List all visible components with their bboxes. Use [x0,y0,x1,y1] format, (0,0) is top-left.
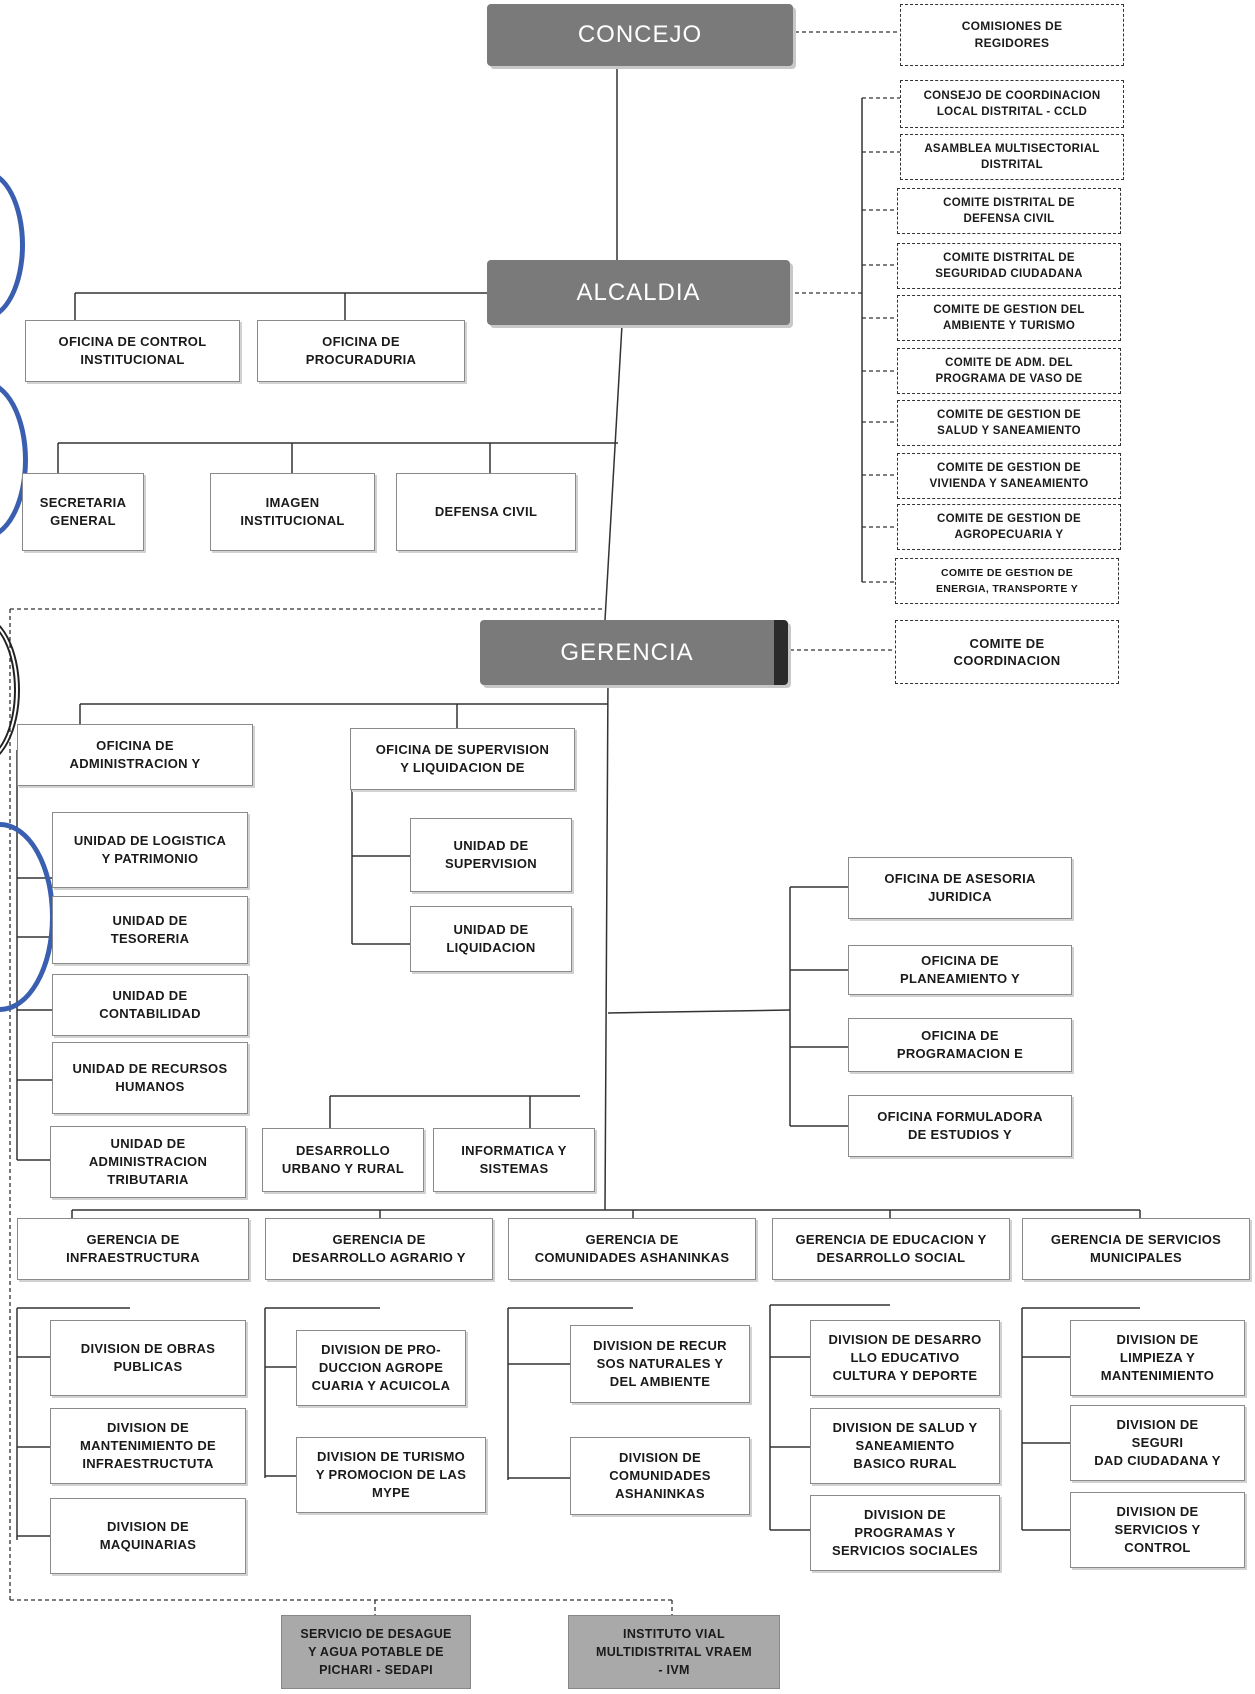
comite-box[interactable]: COMITE DE GESTION DE ENERGIA, TRANSPORTE… [895,558,1119,604]
comisiones-regidores-box[interactable]: COMISIONES DE REGIDORES [900,4,1124,66]
division-box[interactable]: DIVISION DE OBRAS PUBLICAS [50,1320,246,1396]
division-box[interactable]: DIVISION DE TURISMO Y PROMOCION DE LAS M… [296,1437,486,1513]
gerencia-ashaninkas-box[interactable]: GERENCIA DE COMUNIDADES ASHANINKAS [508,1218,756,1280]
unidad-box[interactable]: UNIDAD DE TESORERIA [52,896,248,964]
division-box[interactable]: DIVISION DE PRO- DUCCION AGROPE CUARIA Y… [296,1330,466,1406]
comite-coordinacion-box[interactable]: COMITE DE COORDINACION [895,620,1119,684]
division-box[interactable]: DIVISION DE SERVICIOS Y CONTROL [1070,1492,1245,1568]
comite-box[interactable]: COMITE DISTRITAL DE DEFENSA CIVIL [897,188,1121,234]
ivm-box[interactable]: INSTITUTO VIAL MULTIDISTRITAL VRAEM - IV… [568,1615,780,1689]
division-box[interactable]: DIVISION DE LIMPIEZA Y MANTENIMIENTO [1070,1320,1245,1396]
comite-box[interactable]: CONSEJO DE COORDINACION LOCAL DISTRITAL … [900,80,1124,128]
comite-box[interactable]: COMITE DE GESTION DE VIVIENDA Y SANEAMIE… [897,453,1121,499]
unidad-liquidacion-box[interactable]: UNIDAD DE LIQUIDACION [410,906,572,972]
oficina-supervision-box[interactable]: OFICINA DE SUPERVISION Y LIQUIDACION DE [350,728,575,790]
unidad-box[interactable]: UNIDAD DE ADMINISTRACION TRIBUTARIA [50,1126,246,1198]
division-box[interactable]: DIVISION DE MANTENIMIENTO DE INFRAESTRUC… [50,1408,246,1484]
alcaldia-node[interactable]: ALCALDIA [487,260,790,325]
concejo-node[interactable]: CONCEJO [487,4,793,66]
unidad-supervision-box[interactable]: UNIDAD DE SUPERVISION [410,818,572,892]
secretaria-general-box[interactable]: SECRETARIA GENERAL [22,473,144,551]
comite-box[interactable]: ASAMBLEA MULTISECTORIAL DISTRITAL [900,134,1124,180]
desarrollo-urbano-box[interactable]: DESARROLLO URBANO Y RURAL [262,1128,424,1192]
gerencia-infraestructura-box[interactable]: GERENCIA DE INFRAESTRUCTURA [17,1218,249,1280]
division-box[interactable]: DIVISION DE PROGRAMAS Y SERVICIOS SOCIAL… [810,1495,1000,1571]
oficina-formuladora-box[interactable]: OFICINA FORMULADORA DE ESTUDIOS Y [848,1095,1072,1157]
comite-box[interactable]: COMITE DE GESTION DE SALUD Y SANEAMIENTO [897,400,1121,446]
oficina-asesoria-box[interactable]: OFICINA DE ASESORIA JURIDICA [848,857,1072,919]
imagen-institucional-box[interactable]: IMAGEN INSTITUCIONAL [210,473,375,551]
comite-box[interactable]: COMITE DE ADM. DEL PROGRAMA DE VASO DE [897,348,1121,394]
oficina-administracion-box[interactable]: OFICINA DE ADMINISTRACION Y [17,724,253,786]
gerencia-educacion-box[interactable]: GERENCIA DE EDUCACION Y DESARROLLO SOCIA… [772,1218,1010,1280]
oficina-control-box[interactable]: OFICINA DE CONTROL INSTITUCIONAL [25,320,240,382]
sedapi-box[interactable]: SERVICIO DE DESAGUE Y AGUA POTABLE DE PI… [281,1615,471,1689]
division-box[interactable]: DIVISION DE COMUNIDADES ASHANINKAS [570,1437,750,1515]
defensa-civil-box[interactable]: DEFENSA CIVIL [396,473,576,551]
division-box[interactable]: DIVISION DE DESARRO LLO EDUCATIVO CULTUR… [810,1320,1000,1396]
division-box[interactable]: DIVISION DE SEGURI DAD CIUDADANA Y [1070,1405,1245,1481]
unidad-box[interactable]: UNIDAD DE RECURSOS HUMANOS [52,1042,248,1114]
comite-box[interactable]: COMITE DISTRITAL DE SEGURIDAD CIUDADANA [897,243,1121,289]
division-box[interactable]: DIVISION DE SALUD Y SANEAMIENTO BASICO R… [810,1408,1000,1484]
division-box[interactable]: DIVISION DE RECUR SOS NATURALES Y DEL AM… [570,1325,750,1403]
unidad-box[interactable]: UNIDAD DE LOGISTICA Y PATRIMONIO [52,812,248,888]
oficina-programacion-box[interactable]: OFICINA DE PROGRAMACION E [848,1018,1072,1072]
gerencia-servicios-box[interactable]: GERENCIA DE SERVICIOS MUNICIPALES [1022,1218,1250,1280]
gerencia-node[interactable]: GERENCIA [480,620,788,685]
oficina-planeamiento-box[interactable]: OFICINA DE PLANEAMIENTO Y [848,945,1072,995]
oficina-procuraduria-box[interactable]: OFICINA DE PROCURADURIA [257,320,465,382]
unidad-box[interactable]: UNIDAD DE CONTABILIDAD [52,974,248,1036]
comite-box[interactable]: COMITE DE GESTION DE AGROPECUARIA Y [897,504,1121,550]
comite-box[interactable]: COMITE DE GESTION DEL AMBIENTE Y TURISMO [897,295,1121,341]
informatica-box[interactable]: INFORMATICA Y SISTEMAS [433,1128,595,1192]
gerencia-agrario-box[interactable]: GERENCIA DE DESARROLLO AGRARIO Y [265,1218,493,1280]
division-box[interactable]: DIVISION DE MAQUINARIAS [50,1498,246,1574]
